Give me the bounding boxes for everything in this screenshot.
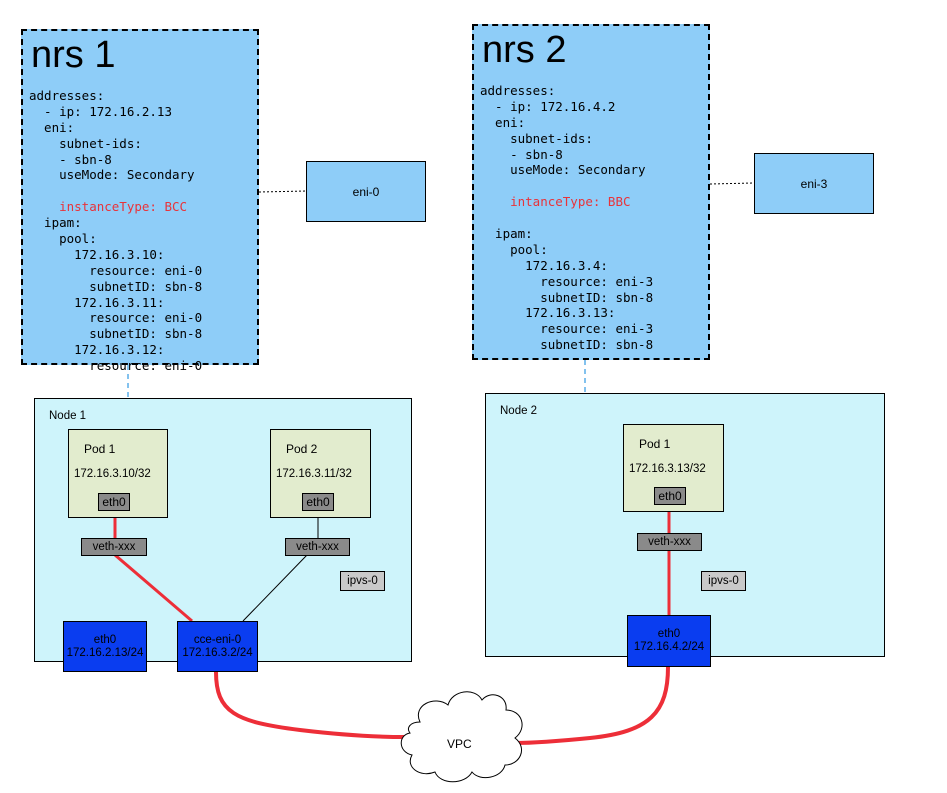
node2-pod1-eth0: eth0 (654, 487, 686, 505)
nrs1-yaml-line: 172.16.3.11: (29, 294, 165, 310)
nrs2-yaml-line: 172.16.3.13: (480, 305, 616, 321)
nrs2-yaml-line: resource: eni-3 (480, 273, 654, 289)
nrs2-yaml-line: - sbn-8 (480, 146, 563, 162)
node2-pod1-ip: 172.16.3.13/32 (629, 463, 706, 475)
node2-eth0-ip: 172.16.4.2/24 (633, 641, 705, 653)
nrs1-yaml-line: 172.16.3.12: (29, 342, 165, 358)
nrs1-yaml-line: - ip: 172.16.2.13 (29, 103, 172, 119)
node2-label: Node 2 (500, 405, 538, 417)
nrs1-yaml-line: subnetID: sbn-8 (29, 278, 203, 294)
node2-box: Node 2 (485, 393, 885, 657)
nrs1-yaml-line: resource: eni-0 (29, 310, 203, 326)
node1-cce-eni0-nic: cce-eni-0 172.16.3.2/24 (177, 621, 258, 672)
nrs1-yaml-line: ipam: (29, 215, 82, 231)
nrs1-yaml-line: addresses: (29, 88, 105, 103)
node2-eth0-name: eth0 (657, 628, 681, 640)
node1-pod2-name: Pod 2 (286, 442, 318, 456)
nrs2-yaml-line: subnetID: sbn-8 (480, 289, 654, 305)
nrs1-yaml-line: instanceType: BCC (29, 199, 188, 215)
nrs1-panel: nrs 1 addresses: - ip: 172.16.2.13 eni: … (21, 29, 259, 373)
nrs1-yaml: addresses: - ip: 172.16.2.13 eni: subnet… (29, 88, 202, 374)
node1-pod2-eth0: eth0 (302, 493, 334, 511)
nrs1-yaml-line: resource: eni-0 (29, 262, 203, 278)
node2-ipvs0: ipvs-0 (701, 571, 746, 591)
nrs2-yaml-line: addresses: (480, 83, 556, 98)
nrs1-yaml-line (29, 183, 202, 199)
nrs2-yaml-line: ipam: (480, 226, 533, 242)
node1-ipvs0: ipvs-0 (340, 571, 385, 591)
nrs2-yaml-line: intanceType: BBC (480, 194, 631, 210)
node1-eth0-nic: eth0 172.16.2.13/24 (63, 621, 147, 672)
node2-eth0-nic: eth0 172.16.4.2/24 (627, 615, 711, 667)
nrs1-yaml-line: eni: (29, 119, 75, 135)
nrs1-yaml-line: subnet-ids: (29, 135, 142, 151)
eni3-box: eni-3 (754, 153, 874, 214)
node2-veth: veth-xxx (637, 533, 702, 551)
nrs2-yaml-line: 172.16.3.4: (480, 257, 608, 273)
nrs2-yaml-line: subnet-ids: (480, 130, 593, 146)
nrs2-eni3-link (709, 182, 755, 185)
nrs2-yaml: addresses: - ip: 172.16.4.2 eni: subnet-… (480, 83, 653, 353)
vpc-label: VPC (447, 737, 472, 751)
node1-eth0-name: eth0 (93, 633, 117, 646)
nrs2-yaml-line (480, 210, 653, 226)
nrs1-yaml-line: subnetID: sbn-8 (29, 326, 203, 342)
node1-veth1: veth-xxx (81, 538, 147, 556)
nrs1-yaml-line: - sbn-8 (29, 151, 112, 167)
nrs2-yaml-line: subnetID: sbn-8 (480, 337, 654, 353)
node1-cce-ip: 172.16.3.2/24 (182, 646, 253, 659)
node1-veth2: veth-xxx (285, 538, 350, 556)
nrs2-yaml-line: pool: (480, 241, 548, 257)
nrs2-yaml-line: resource: eni-3 (480, 321, 654, 337)
nrs1-yaml-line: useMode: Secondary (29, 167, 195, 183)
node1-pod1-ip: 172.16.3.10/32 (74, 468, 151, 480)
node1-label: Node 1 (49, 410, 87, 422)
nrs2-yaml-line (480, 178, 653, 194)
nrs2-yaml-line: useMode: Secondary (480, 162, 646, 178)
nrs2-yaml-line: eni: (480, 114, 526, 130)
node1-eth0-ip: 172.16.2.13/24 (66, 646, 144, 659)
nrs2-yaml-line: - ip: 172.16.4.2 (480, 98, 616, 114)
eni0-box: eni-0 (306, 161, 426, 222)
node1-pod1-eth0: eth0 (98, 493, 130, 511)
nrs1-yaml-line: pool: (29, 231, 97, 247)
node1-cce-name: cce-eni-0 (193, 633, 242, 646)
nrs2-title: nrs 2 (482, 29, 567, 71)
nrs1-yaml-line: resource: eni-0 (29, 358, 203, 374)
cce-vpc-cable (214, 671, 406, 739)
node1-pod1-name: Pod 1 (84, 442, 116, 456)
nrs1-title: nrs 1 (31, 34, 116, 76)
nrs1-eni0-link (258, 190, 307, 193)
nrs2-panel: nrs 2 addresses: - ip: 172.16.4.2 eni: s… (472, 24, 710, 360)
nrs1-yaml-line: 172.16.3.10: (29, 246, 165, 262)
node2-pod1-name: Pod 1 (639, 437, 671, 451)
node1-pod2-ip: 172.16.3.11/32 (276, 468, 352, 480)
node2-vpc-cable (514, 666, 670, 745)
